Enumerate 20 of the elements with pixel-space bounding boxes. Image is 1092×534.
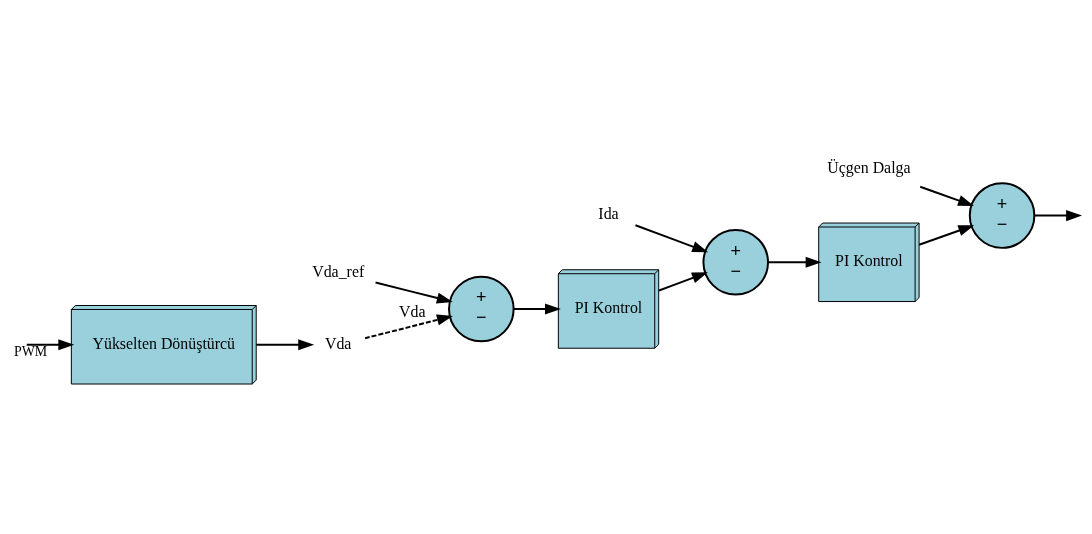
arrow (634, 223, 709, 252)
arrow (767, 256, 822, 268)
arrow (25, 338, 75, 350)
node-text: Vda_ref (312, 262, 365, 280)
arrow (512, 302, 561, 315)
arrow (1033, 209, 1083, 221)
edge-label: PWM (13, 343, 48, 359)
arrow (255, 338, 315, 350)
node-text: Üçgen Dalga (827, 158, 911, 176)
node-circle: + − (968, 181, 1036, 249)
edge-label: Vda (399, 302, 426, 320)
arrow (374, 280, 453, 303)
arrow (658, 271, 708, 292)
arrow (918, 224, 975, 246)
node-text: Ida (598, 204, 619, 222)
arrow (364, 313, 453, 339)
node-circle: + − (448, 275, 515, 342)
node-text: Vda (324, 334, 352, 352)
arrow (919, 185, 974, 206)
node-circle: + − (702, 228, 769, 296)
